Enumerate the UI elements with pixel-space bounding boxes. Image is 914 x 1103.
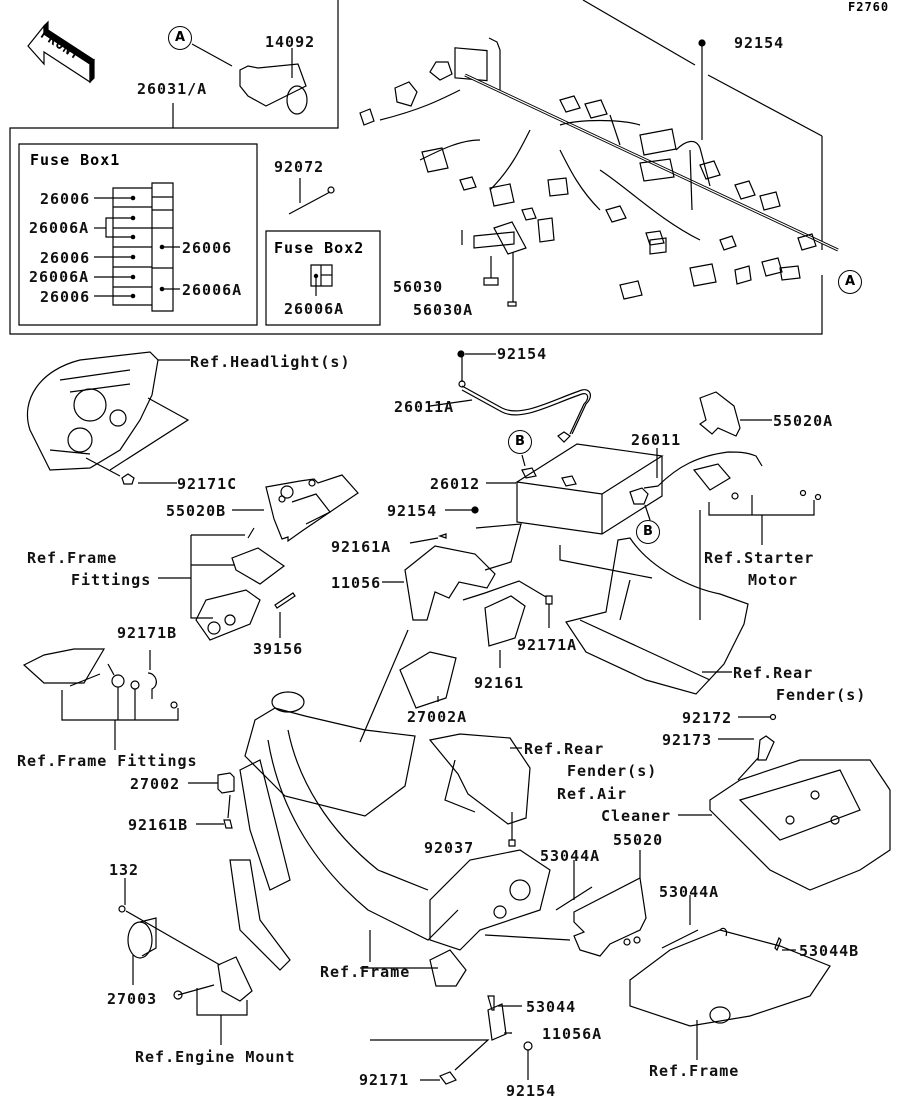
harness-group-frame [10, 0, 822, 334]
air-cleaner [678, 715, 890, 891]
ref-frame-2: Ref.Frame [649, 1062, 740, 1080]
label-53044A-2: 53044A [659, 883, 720, 901]
label-92173: 92173 [662, 731, 713, 749]
ref-engine-mount: Ref.Engine Mount [135, 1048, 296, 1066]
bracket-11056-group [360, 507, 552, 742]
label-11056: 11056 [331, 574, 382, 592]
label-39156: 39156 [253, 640, 304, 658]
fuse-box1-right-2: 26006A [182, 281, 243, 299]
label-56030: 56030 [393, 278, 444, 296]
label-11056A: 11056A [542, 1025, 603, 1043]
figure-id: F2760 [848, 0, 890, 14]
ref-starter-motor-line1: Ref.Starter [704, 549, 815, 567]
ref-air-cleaner-line1: Ref.Air [557, 785, 628, 803]
label-53044: 53044 [526, 998, 577, 1016]
label-92171B: 92171B [117, 624, 178, 642]
label-92171C: 92171C [177, 475, 238, 493]
label-92154-bottom: 92154 [506, 1082, 557, 1100]
label-92154-mid: 92154 [497, 345, 548, 363]
label-92171: 92171 [359, 1071, 410, 1089]
ref-frame-fittings-line1: Ref.Frame [27, 549, 118, 567]
label-26012: 26012 [430, 475, 481, 493]
label-92172: 92172 [682, 709, 733, 727]
headlight-assembly [27, 352, 190, 484]
part-92171B-group [24, 649, 178, 750]
fuse-box1-right-1: 26006 [182, 239, 233, 257]
part-14092-cap [192, 44, 307, 114]
main-wiring-harness [360, 38, 838, 306]
part-55020-plate [556, 850, 698, 956]
label-27002A: 27002A [407, 708, 468, 726]
circle-ref-a-top: A [168, 26, 192, 50]
fuse-box1-left-1: 26006 [40, 190, 91, 208]
label-27003: 27003 [107, 990, 158, 1008]
ref-rear-fender-2-line2: Fender(s) [567, 762, 658, 780]
fuse-box1-title: Fuse Box1 [30, 151, 121, 169]
front-arrow-icon [28, 22, 94, 82]
rear-fender-lower [566, 538, 748, 694]
label-26011: 26011 [631, 431, 682, 449]
label-92171A: 92171A [517, 636, 578, 654]
bottom-small-parts [370, 996, 532, 1084]
fuse-box1-left-4: 26006A [29, 268, 90, 286]
fuse-box1-frame [19, 144, 257, 325]
label-55020A: 55020A [773, 412, 834, 430]
rear-fender-mid [430, 734, 530, 846]
ref-starter-motor-line2: Motor [748, 571, 799, 589]
label-92154-top: 92154 [734, 34, 785, 52]
label-53044B: 53044B [799, 942, 860, 960]
ref-frame-fittings-b: Ref.Frame Fittings [17, 752, 198, 770]
part-27002-group [188, 773, 234, 828]
label-53044A-1: 53044A [540, 847, 601, 865]
label-27002: 27002 [130, 775, 181, 793]
frame-fittings-bracket [158, 528, 295, 640]
label-55020: 55020 [613, 831, 664, 849]
fuse-box1-left-5: 26006 [40, 288, 91, 306]
ref-frame-1: Ref.Frame [320, 963, 411, 981]
label-56030A: 56030A [413, 301, 474, 319]
fuse-box1-left-2: 26006A [29, 219, 90, 237]
battery-cable-26011A [430, 351, 590, 442]
label-92072: 92072 [274, 158, 325, 176]
label-26011A: 26011A [394, 398, 455, 416]
fuse-box2-label: 26006A [284, 300, 345, 318]
ref-headlight: Ref.Headlight(s) [190, 353, 351, 371]
circle-ref-b-cable: B [636, 520, 660, 544]
label-132: 132 [109, 861, 140, 879]
label-92161A: 92161A [331, 538, 392, 556]
ref-frame-fittings-line2: Fittings [71, 571, 152, 589]
fuse-box1-left-3: 26006 [40, 249, 91, 267]
ref-rear-fender-2-line1: Ref.Rear [524, 740, 605, 758]
fuse-box2-title: Fuse Box2 [274, 239, 365, 257]
part-92072-tie [289, 178, 334, 214]
label-92037: 92037 [424, 839, 475, 857]
ref-air-cleaner-line2: Cleaner [601, 807, 672, 825]
ref-rear-fender-1-line1: Ref.Rear [733, 664, 814, 682]
starter-cable-26011 [630, 448, 821, 620]
label-14092: 14092 [265, 33, 316, 51]
ref-rear-fender-1-line2: Fender(s) [776, 686, 867, 704]
horn-27003 [119, 878, 252, 1045]
rear-frame-section [630, 928, 830, 1060]
part-55020B-cover [232, 475, 358, 541]
label-55020B: 55020B [166, 502, 227, 520]
main-frame [230, 692, 570, 986]
label-92161B: 92161B [128, 816, 189, 834]
circle-ref-a-harness: A [838, 270, 862, 294]
part-55020A-cover [700, 392, 772, 436]
fuse-box2-frame [266, 231, 380, 325]
label-92161: 92161 [474, 674, 525, 692]
circle-ref-b-battery: B [508, 430, 532, 454]
label-26031A: 26031/A [137, 80, 208, 98]
label-92154-b: 92154 [387, 502, 438, 520]
